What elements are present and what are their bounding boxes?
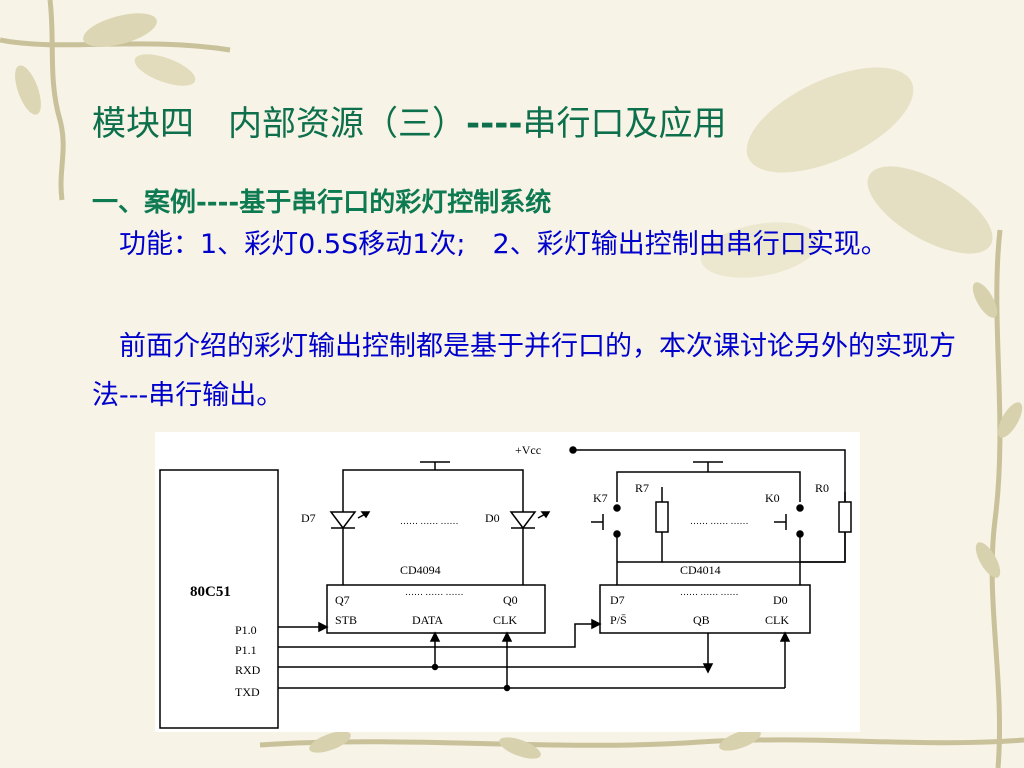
section-heading: 一、案例----基于串行口的彩灯控制系统 [92,182,551,219]
chip2-d0: D0 [773,593,788,607]
vcc-label: +Vcc [515,443,541,457]
pin-txd-label: TXD [235,685,260,699]
chip1-q7: Q7 [335,593,350,607]
led-dots: …… …… …… [400,516,459,526]
slide-title: 模块四 内部资源（三）----串行口及应用 [92,96,726,145]
chip-cd4014 [599,584,811,634]
chip2-ps: P/S̄ [610,613,627,627]
resistor-r7-icon [655,501,669,533]
chip2-dots: …… …… …… [680,587,739,597]
heading-part1: 一、案例 [92,188,197,218]
led-d0-icon [509,511,551,530]
heading-part2: 基于串行口的彩灯控制系统 [239,188,552,218]
chip1-clk: CLK [493,613,517,627]
switch-k0-label: K0 [765,491,780,505]
method-paragraph: 前面介绍的彩灯输出控制都是基于并行口的，本次课讨论另外的实现方法---串行输出。 [92,331,956,411]
led-d7-icon [329,511,371,530]
led-d7-label: D7 [301,511,316,525]
chip2-qb: QB [693,613,710,627]
title-part2: 串行口及应用 [522,104,727,144]
resistor-r7-label: R7 [635,481,649,495]
chip1-data: DATA [412,613,443,627]
switch-k0-icon [774,504,804,538]
heading-dashes: ---- [196,188,240,218]
chip-cd4094 [326,584,546,634]
pin-p11-label: P1.1 [235,643,257,657]
chip2-name: CD4014 [680,563,721,577]
chip1-q0: Q0 [503,593,518,607]
mcu-label: 80C51 [190,584,231,600]
switch-k7-label: K7 [593,491,608,505]
chip1-name: CD4094 [400,563,441,577]
circuit-diagram: 80C51 P1.0 P1.1 RXD TXD CD4094 Q7 Q0 STB… [155,432,860,732]
title-part1: 模块四 内部资源（三） [92,104,466,144]
mcu-80c51 [159,469,279,729]
chip2-d7: D7 [610,593,625,607]
resistor-r0-label: R0 [815,481,829,495]
chip1-stb: STB [335,613,357,627]
title-dashes: ---- [466,104,523,144]
chip1-dots: …… …… …… [405,587,464,597]
function-paragraph: 功能：1、彩灯0.5S移动1次; 2、彩灯输出控制由串行口实现。 [92,229,888,260]
switch-k7-icon [591,504,621,538]
pin-p10-label: P1.0 [235,623,257,637]
led-d0-label: D0 [485,511,500,525]
resistor-r0-icon [838,501,852,533]
pin-rxd-label: RXD [235,663,261,677]
switch-dots: …… …… …… [690,516,749,526]
chip2-clk: CLK [765,613,789,627]
